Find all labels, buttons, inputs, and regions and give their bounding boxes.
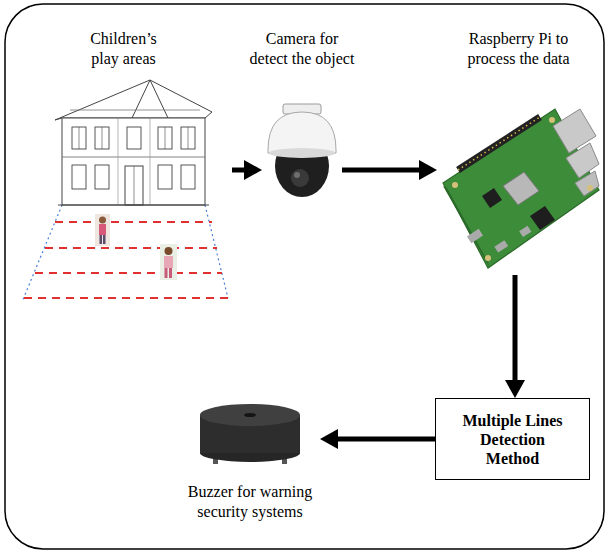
- house-illustration-part: [158, 127, 172, 149]
- house-illustration-part: [205, 205, 228, 298]
- arrow-shaft: [513, 275, 518, 381]
- raspberry-pi-board: [443, 109, 599, 268]
- arrow-head: [320, 429, 338, 449]
- process-box: Multiple Lines Detection Method: [435, 398, 590, 480]
- house-illustration-part: [62, 157, 205, 158]
- house-illustration-part: [79, 127, 80, 149]
- house-illustration-part: [45, 247, 217, 249]
- house-illustration-part: [188, 127, 189, 149]
- dome-camera-part: [268, 112, 336, 157]
- house-illustration-part: [24, 297, 228, 299]
- house-illustration-part: [118, 118, 119, 205]
- house-illustration-part: [55, 80, 212, 120]
- house-illustration-part: [62, 118, 205, 205]
- raspberry-pi-board-part: [443, 186, 490, 268]
- buzzer: [200, 404, 300, 464]
- raspberry-pi-board-part: [575, 171, 599, 196]
- house-illustration-part: [165, 127, 166, 149]
- child-figure-part: [99, 224, 106, 235]
- house-illustration-part: [150, 80, 168, 118]
- caption-text: Children’s play areas: [79, 29, 169, 69]
- house-illustration-part: [102, 127, 103, 149]
- camera-node: Camera for detect the object: [262, 25, 342, 205]
- raspberry-pi-board-part: [494, 240, 508, 252]
- house-illustration-part: [181, 127, 195, 149]
- raspberry-pi-board-part: [519, 226, 531, 237]
- raspberry-pi-board-part: [482, 188, 502, 208]
- house-illustration-part: [72, 165, 86, 189]
- child-figure-part: [95, 214, 110, 246]
- dome-camera: [268, 104, 336, 197]
- caption-text: Camera for detect the object: [247, 29, 357, 69]
- dome-camera-part: [294, 172, 300, 178]
- house-illustration-part: [125, 166, 143, 205]
- raspberry-pi-board-part: [467, 229, 483, 243]
- raspberry-pi-board-part: [458, 117, 540, 170]
- raspberry-pi-board-part: [443, 109, 599, 268]
- child-figure-part: [99, 217, 106, 224]
- flow-arrow: [342, 160, 437, 180]
- outer-frame: [5, 4, 604, 549]
- caption-text: Raspberry Pi to process the data: [456, 29, 581, 69]
- child-figure: [160, 244, 177, 280]
- house-illustration-part: [55, 221, 212, 223]
- house-illustration-part: [132, 80, 150, 118]
- flow-arrow: [232, 160, 262, 180]
- raspberry-pi-board-part: [452, 182, 458, 188]
- raspberry-pi-node: Raspberry Pi to process the data: [437, 25, 600, 275]
- child-figure-part: [103, 235, 106, 244]
- raspberry-pi-board-part: [549, 117, 555, 123]
- child-figure: [95, 214, 110, 246]
- arrow-head: [419, 160, 437, 180]
- raspberry-pi-board-part: [485, 255, 491, 261]
- child-figure-part: [160, 244, 177, 280]
- flow-arrow: [320, 429, 435, 449]
- raspberry-pi-board-part: [503, 172, 539, 205]
- flow-arrow: [505, 275, 525, 398]
- house-illustration-part: [35, 272, 222, 274]
- house-illustration-part: [127, 127, 141, 149]
- arrow-head: [505, 380, 525, 398]
- house-illustration-part: [58, 204, 209, 205]
- house-illustration-part: [158, 165, 172, 189]
- arrow-shaft: [337, 437, 435, 442]
- child-figure-part: [100, 235, 103, 244]
- house-illustration-part: [72, 127, 86, 149]
- buzzer-node: Buzzer for warning security systems: [180, 398, 320, 528]
- child-figure-part: [165, 268, 168, 278]
- play-area-node: Children’s play areas: [15, 25, 232, 310]
- dome-camera-part: [291, 169, 309, 187]
- arrow-shaft: [232, 168, 245, 173]
- house-illustration-part: [150, 118, 151, 205]
- child-figure-part: [165, 247, 173, 255]
- house-illustration-part: [95, 165, 109, 189]
- arrow-head: [244, 160, 262, 180]
- arrow-shaft: [342, 168, 420, 173]
- house-illustration: [22, 80, 228, 302]
- box-label: Multiple Lines Detection Method: [457, 411, 569, 468]
- house-illustration-part: [134, 166, 135, 205]
- child-figure-part: [164, 256, 173, 268]
- house-illustration-part: [95, 127, 109, 149]
- house-illustration-part: [70, 110, 200, 111]
- caption-text: Buzzer for warning security systems: [180, 482, 320, 522]
- house-illustration-part: [22, 205, 62, 302]
- house-illustration-part: [181, 165, 195, 189]
- child-figure-part: [169, 268, 172, 278]
- buzzer-part: [244, 413, 256, 417]
- raspberry-pi-board-part: [587, 185, 593, 191]
- dome-camera-part: [269, 148, 335, 158]
- raspberry-pi-board-part: [458, 117, 540, 170]
- raspberry-pi-board-part: [530, 206, 555, 230]
- buzzer-part: [200, 404, 300, 426]
